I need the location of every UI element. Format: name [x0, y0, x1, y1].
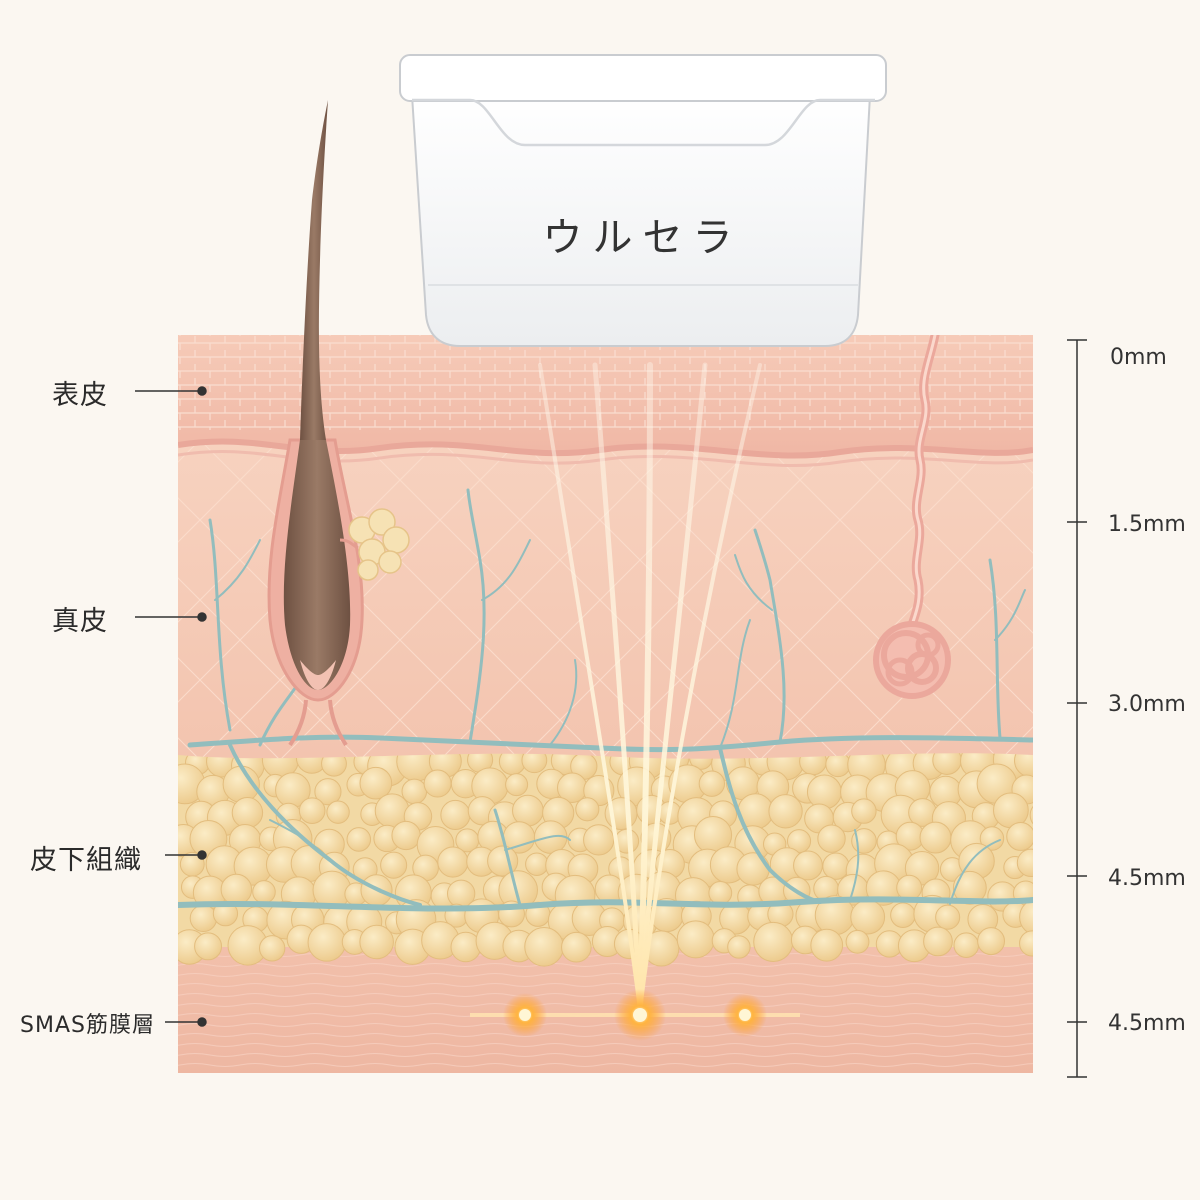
- fat-cell: [919, 821, 952, 854]
- fat-cell: [845, 929, 870, 954]
- fat-cell: [935, 904, 961, 930]
- fat-cell: [423, 769, 452, 798]
- ultherapy-device: [399, 54, 887, 347]
- scale-tick-2: 3.0mm: [1108, 692, 1186, 717]
- fat-cell: [727, 935, 751, 959]
- fat-cell: [953, 932, 980, 958]
- fat-cell: [252, 880, 276, 904]
- device-label: ウルセラ: [542, 215, 743, 261]
- fat-cell: [359, 924, 394, 960]
- fat-cell: [1019, 899, 1033, 936]
- fat-cell: [979, 826, 1005, 851]
- fat-cell: [806, 774, 842, 810]
- fat-cell: [890, 902, 916, 928]
- scale-tick-3: 4.5mm: [1108, 866, 1186, 891]
- fat-cell: [977, 927, 1006, 956]
- fat-cell: [923, 926, 953, 957]
- fat-cell: [1006, 822, 1033, 851]
- label-smas: SMAS筋膜層: [20, 1013, 155, 1038]
- skin-cross-section: [178, 335, 1033, 1073]
- fat-cell: [437, 846, 469, 878]
- fat-cell: [1029, 805, 1033, 825]
- fat-cell: [346, 827, 372, 852]
- hair-follicle: [267, 438, 364, 747]
- fat-cell: [1016, 848, 1033, 877]
- sebaceous-gland: [339, 508, 410, 581]
- fat-cell: [768, 794, 803, 829]
- fat-cell: [326, 800, 350, 824]
- fat-cell: [575, 797, 600, 822]
- fat-cell: [259, 935, 286, 962]
- fat-cell: [952, 870, 987, 905]
- fat-cell: [851, 798, 877, 824]
- fat-cell: [298, 797, 326, 824]
- fat-cell: [220, 873, 253, 906]
- fat-cell: [231, 796, 264, 829]
- ultrasound-beams: [538, 362, 762, 1013]
- fat-cell: [440, 799, 471, 831]
- fat-cell: [194, 932, 223, 961]
- sweat-gland: [873, 335, 951, 699]
- fat-cell: [505, 773, 529, 797]
- fat-cell: [380, 851, 408, 879]
- fat-cell: [793, 850, 823, 881]
- fat-cell: [753, 921, 794, 962]
- label-epidermis: 表皮: [52, 380, 108, 411]
- label-dermis: 真皮: [52, 606, 108, 637]
- fat-cell: [708, 881, 733, 905]
- fat-cell: [676, 920, 715, 959]
- scale-tick-1: 1.5mm: [1108, 512, 1186, 537]
- depth-scale: [1067, 339, 1087, 1078]
- fat-cell: [698, 770, 726, 797]
- fat-cell: [817, 824, 846, 853]
- fat-cell: [896, 874, 923, 901]
- scale-tick-4: 4.5mm: [1108, 1011, 1186, 1036]
- fat-cell: [314, 778, 342, 806]
- fat-cell: [189, 904, 218, 933]
- hair-shaft: [300, 100, 328, 440]
- fat-cell: [524, 926, 564, 967]
- fat-cell: [583, 824, 615, 856]
- fat-cell: [307, 923, 347, 962]
- scale-tick-0: 0mm: [1110, 345, 1167, 370]
- fat-cell: [525, 852, 549, 876]
- fat-cell: [850, 899, 886, 935]
- focal-points: [503, 989, 767, 1041]
- fat-cell: [810, 928, 844, 962]
- fat-cell: [561, 931, 592, 963]
- label-leaders: [135, 386, 207, 1027]
- fat-cell: [359, 766, 393, 800]
- label-subcutaneous: 皮下組織: [30, 845, 142, 876]
- fat-cell: [1019, 930, 1033, 957]
- fat-cell: [822, 852, 850, 880]
- fat-cell: [391, 820, 421, 851]
